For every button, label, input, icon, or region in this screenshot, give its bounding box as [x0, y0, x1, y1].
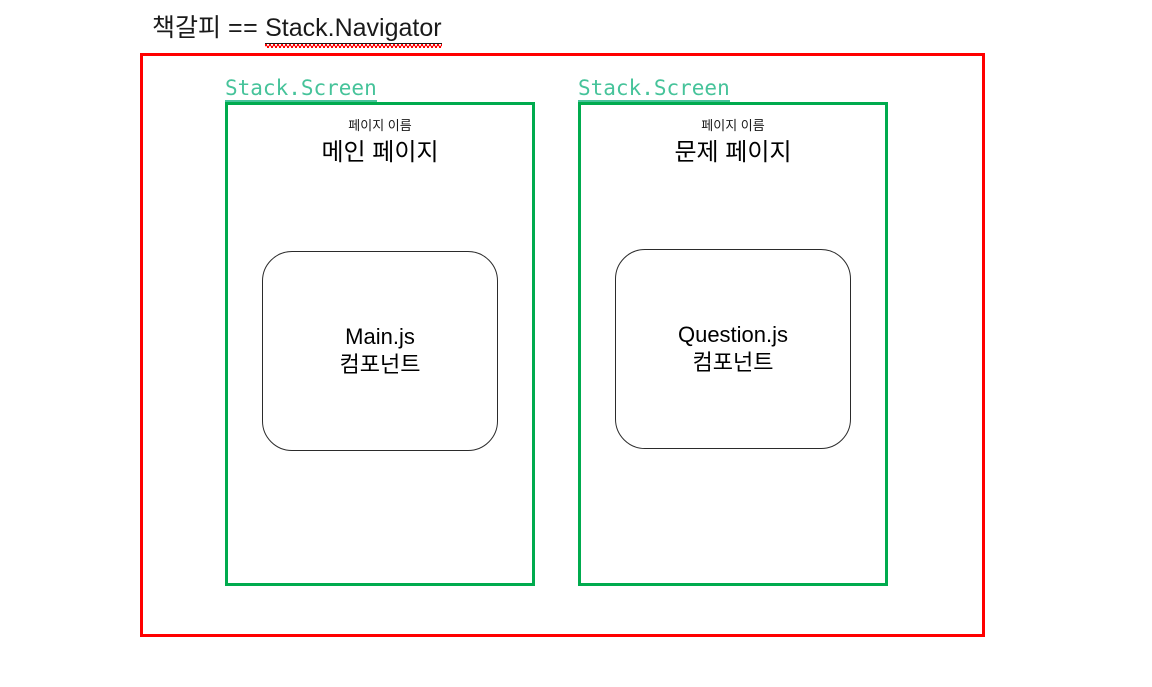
component-box-main: Main.js 컴포넌트: [262, 251, 498, 451]
component-file-main: Main.js: [345, 324, 415, 349]
component-kind-question: 컴포넌트: [692, 350, 774, 375]
page-name-caption-question: 페이지 이름: [701, 118, 765, 133]
stack-screen-label-main: Stack.Screen: [225, 76, 377, 102]
page-name-block-main: 페이지 이름 메인 페이지: [228, 117, 532, 169]
component-file-question: Question.js: [677, 322, 789, 347]
diagram-title-code-token: Stack.Navigator: [265, 14, 442, 44]
stack-screen-box-question: 페이지 이름 문제 페이지 Question.js 컴포넌트: [578, 102, 888, 586]
component-box-question: Question.js 컴포넌트: [615, 249, 851, 449]
page-name-value-question: 문제 페이지: [674, 139, 792, 166]
page-name-block-question: 페이지 이름 문제 페이지: [581, 117, 885, 169]
diagram-title: 책갈피 == Stack.Navigator: [152, 12, 442, 44]
component-kind-main: 컴포넌트: [339, 352, 421, 377]
diagram-title-operator: ==: [227, 14, 259, 42]
page-name-caption-main: 페이지 이름: [348, 118, 412, 133]
diagram-title-korean-term: 책갈피: [152, 14, 222, 42]
stack-screen-label-question: Stack.Screen: [578, 76, 730, 106]
stack-screen-box-main: 페이지 이름 메인 페이지 Main.js 컴포넌트: [225, 102, 535, 586]
page-name-value-main: 메인 페이지: [321, 139, 439, 166]
